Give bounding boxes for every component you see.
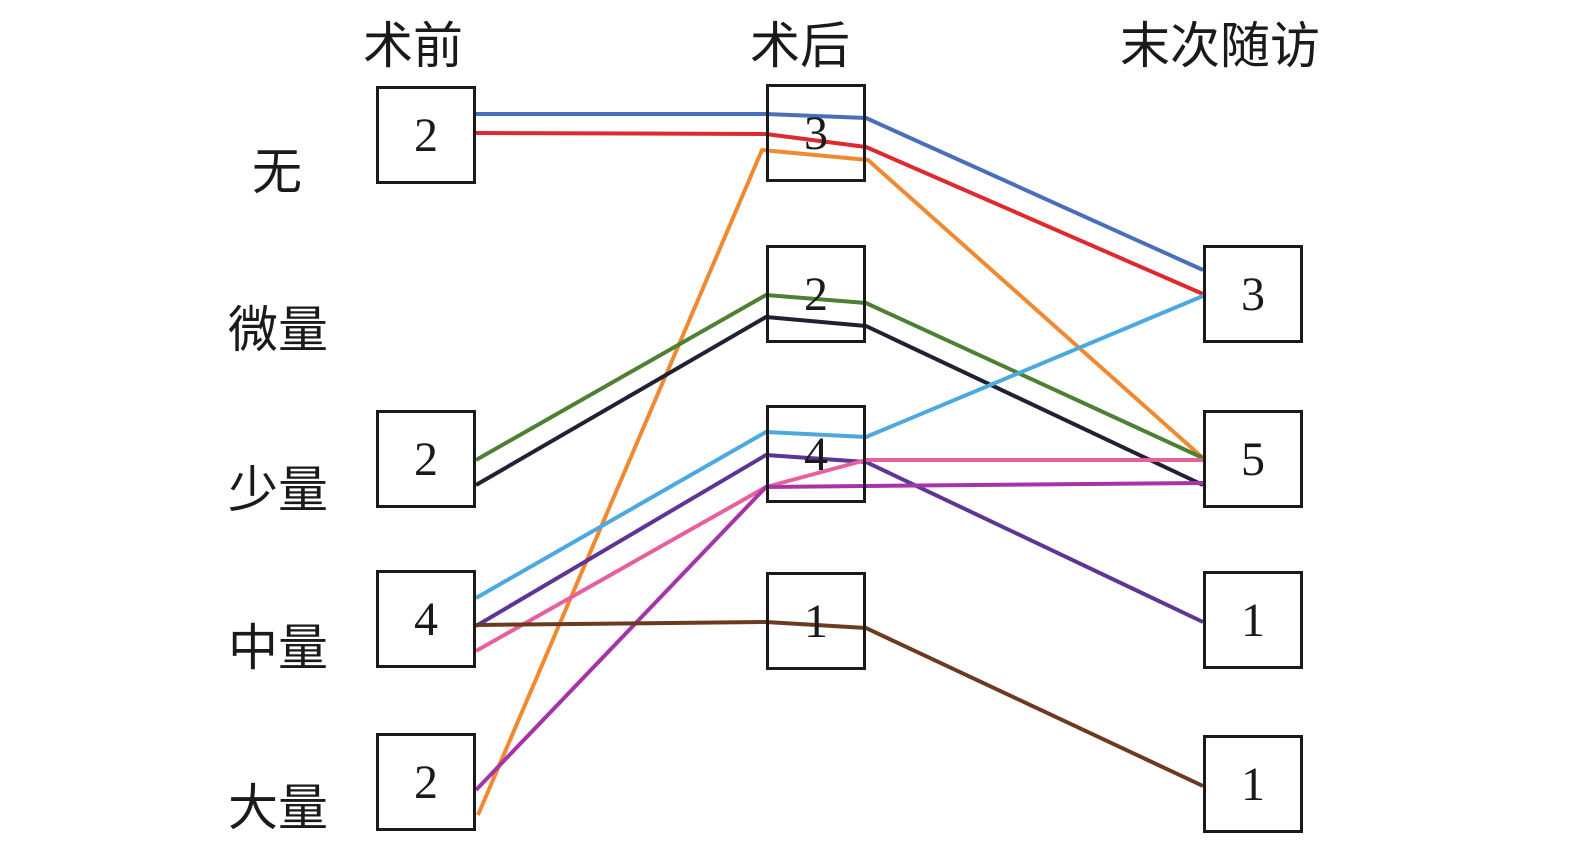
node-final-small: 5 [1203, 410, 1303, 508]
node-pre-small: 2 [376, 410, 476, 508]
flow-line-magenta [474, 481, 1204, 792]
row-label-moderate: 中量 [228, 619, 328, 677]
flow-line-black [474, 315, 1204, 487]
row-label-small: 少量 [228, 461, 328, 519]
node-final-large: 1 [1203, 735, 1303, 833]
row-label-trace: 微量 [228, 301, 328, 359]
flow-line-blue [476, 112, 1204, 272]
flow-line-light-blue [475, 294, 1204, 600]
node-post-none: 3 [766, 84, 866, 182]
flow-line-brown [475, 620, 1204, 788]
header-post-op: 术后 [750, 17, 850, 75]
node-post-moderate: 4 [766, 405, 866, 503]
header-final-follow-up: 末次随访 [1120, 17, 1320, 75]
header-pre-op: 术前 [363, 17, 463, 75]
flow-line-pink [475, 458, 1203, 653]
node-pre-moderate: 4 [376, 570, 476, 668]
flow-line-orange [476, 148, 1205, 816]
node-post-large: 1 [766, 572, 866, 670]
row-label-none: 无 [252, 143, 302, 201]
node-post-trace: 2 [766, 245, 866, 343]
flow-line-purple [474, 453, 1204, 628]
node-pre-none: 2 [376, 86, 476, 184]
flow-line-green [475, 293, 1204, 462]
row-label-large: 大量 [228, 779, 328, 837]
node-final-trace: 3 [1203, 245, 1303, 343]
flow-line-red [475, 131, 1204, 296]
node-pre-large: 2 [376, 733, 476, 831]
node-final-moderate: 1 [1203, 571, 1303, 669]
